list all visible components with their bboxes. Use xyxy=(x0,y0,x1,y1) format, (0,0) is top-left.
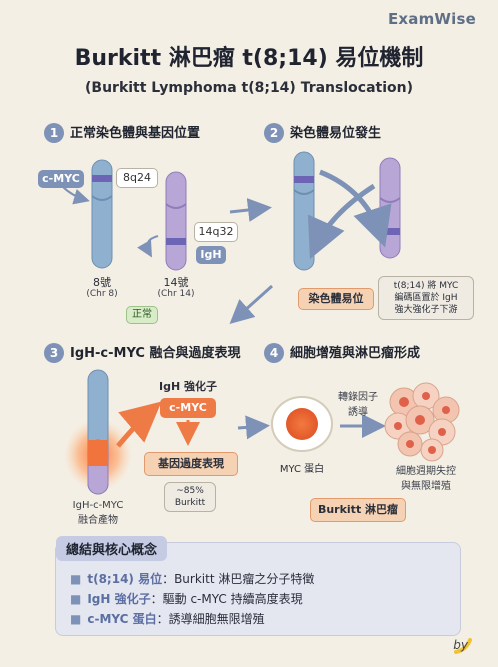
summary-key-1: t(8;14) 易位 xyxy=(87,572,163,586)
arrow-3-to-4 xyxy=(237,415,270,440)
tf-line-2: 誘導 xyxy=(348,407,368,418)
igh-tag: IgH xyxy=(196,246,226,264)
translocation-note: t(8;14) 將 MYC 編碼區置於 IgH 強大強化子下游 xyxy=(378,276,474,320)
chr14-label: 14號 xyxy=(163,276,189,289)
page-subtitle: (Burkitt Lymphoma t(8;14) Translocation) xyxy=(85,80,413,96)
summary-key-3: c-MYC 蛋白 xyxy=(87,612,157,626)
cell-line-1: 細胞週期失控 xyxy=(396,466,456,477)
igh-pointer-arrow xyxy=(137,235,159,258)
overexpression-tag: 基因過度表現 xyxy=(144,452,238,476)
cell-cycle-label: 細胞週期失控 與無限增殖 xyxy=(386,462,466,492)
band-8q24-tag: 8q24 xyxy=(116,168,158,188)
section-3-title: 3 IgH-c-MYC 融合與過度表現 xyxy=(44,342,240,363)
arrow-2-to-3 xyxy=(229,284,274,325)
section-3-label: IgH-c-MYC 融合與過度表現 xyxy=(70,346,241,361)
burkitt-lymphoma-tag: Burkitt 淋巴瘤 xyxy=(310,498,406,522)
fusion-label-line-1: IgH-c-MYC xyxy=(72,500,124,511)
cmyc-label: c-MYC xyxy=(160,398,216,418)
cell-icon xyxy=(271,396,333,452)
section-2-number: 2 xyxy=(264,123,284,143)
section-1-label: 正常染色體與基因位置 xyxy=(70,126,201,141)
cmyc-pointer-arrow xyxy=(61,185,90,205)
page-title: Burkitt 淋巴瘤 t(8;14) 易位機制 xyxy=(74,46,424,71)
percent-value: ~85% xyxy=(176,486,204,496)
percent-label: Burkitt xyxy=(174,498,206,508)
translocated-chromosome-8 xyxy=(293,151,315,271)
summary-title: 總結與核心概念 xyxy=(56,536,168,561)
note-line-2: 編碼區置於 IgH xyxy=(394,293,458,303)
bullet-icon: ■ xyxy=(70,592,82,606)
chr8-label: 8號 xyxy=(93,276,111,289)
chr14-sublabel: (Chr 14) xyxy=(157,289,195,299)
byline: by xyxy=(453,638,468,652)
bullet-icon: ■ xyxy=(70,612,82,626)
cell-line-2: 與無限增殖 xyxy=(401,481,451,492)
banana-icon xyxy=(454,638,472,654)
section-4-label: 細胞增殖與淋巴瘤形成 xyxy=(290,346,421,361)
fusion-label: IgH-c-MYC 融合產物 xyxy=(62,500,134,526)
myc-protein-label: MYC 蛋白 xyxy=(279,464,325,475)
activation-arrow xyxy=(116,401,162,448)
fusion-chromosome xyxy=(87,369,109,495)
section-2-title: 2 染色體易位發生 xyxy=(264,122,381,143)
chromosome-14 xyxy=(165,171,187,271)
bullet-icon: ■ xyxy=(70,572,82,586)
section-4-number: 4 xyxy=(264,343,284,363)
section-1-number: 1 xyxy=(44,123,64,143)
section-3-number: 3 xyxy=(44,343,64,363)
section-1-title: 1 正常染色體與基因位置 xyxy=(44,122,200,143)
summary-item-1: ■ t(8;14) 易位：Burkitt 淋巴瘤之分子特徵 xyxy=(70,570,314,587)
percent-note: ~85% Burkitt xyxy=(164,482,216,512)
note-line-1: t(8;14) 將 MYC xyxy=(393,281,459,291)
summary-text-2: ：驅動 c-MYC 持續高度表現 xyxy=(150,592,303,606)
translocated-chromosome-14 xyxy=(379,157,401,259)
igh-enhancer-label: IgH 強化子 xyxy=(158,380,217,393)
arrow-1-to-2 xyxy=(229,198,272,222)
summary-key-2: IgH 強化子 xyxy=(87,592,151,606)
brand-logo: ExamWise xyxy=(387,10,476,28)
summary-text-3: ：誘導細胞無限增殖 xyxy=(156,612,265,626)
note-line-3: 強大強化子下游 xyxy=(394,305,458,315)
fusion-label-line-2: 融合產物 xyxy=(78,515,118,526)
summary-item-3: ■ c-MYC 蛋白：誘導細胞無限增殖 xyxy=(70,610,265,627)
summary-text-1: ：Burkitt 淋巴瘤之分子特徵 xyxy=(162,572,315,586)
section-4-title: 4 細胞增殖與淋巴瘤形成 xyxy=(264,342,420,363)
section-2-label: 染色體易位發生 xyxy=(290,126,382,141)
proliferating-cells xyxy=(384,382,460,462)
band-14q32-tag: 14q32 xyxy=(194,222,238,242)
normal-tag: 正常 xyxy=(126,306,158,324)
chr8-sublabel: (Chr 8) xyxy=(86,289,118,299)
summary-item-2: ■ IgH 強化子：驅動 c-MYC 持續高度表現 xyxy=(70,590,303,607)
translocation-tag: 染色體易位 xyxy=(298,288,374,310)
chromosome-8 xyxy=(91,159,113,269)
tf-induction-label: 轉錄因子 誘導 xyxy=(330,388,386,418)
cmyc-tag: c-MYC xyxy=(38,170,84,188)
tf-line-1: 轉錄因子 xyxy=(338,392,378,403)
swap-arrow-up xyxy=(307,183,376,260)
